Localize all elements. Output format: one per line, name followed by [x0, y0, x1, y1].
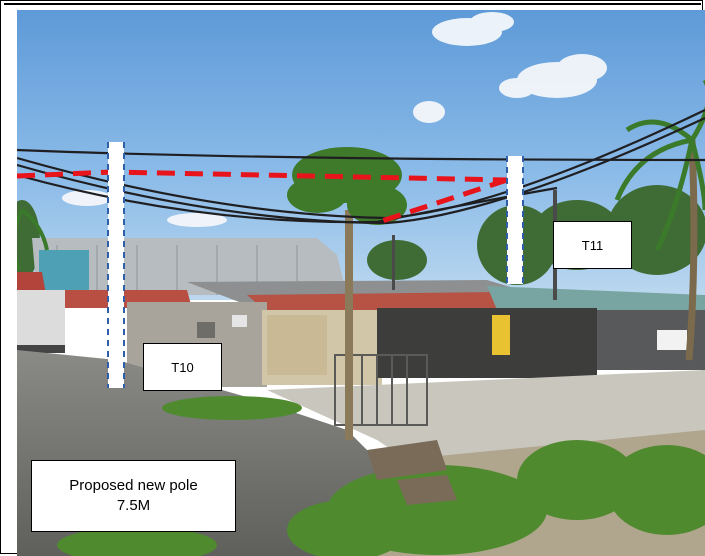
teal-roof-right — [487, 286, 705, 315]
pole-t10 — [107, 142, 125, 388]
papaya-leaves — [287, 147, 407, 225]
teal-wall — [39, 250, 89, 295]
pole-t11 — [506, 156, 524, 284]
pole-label-t11: T11 — [553, 221, 632, 269]
t10-text: T10 — [171, 359, 194, 375]
pole-label-t10: T10 — [143, 343, 222, 391]
truck — [17, 290, 65, 345]
yellow-sign — [492, 315, 510, 355]
proposal-line-1: Proposed new pole — [69, 477, 198, 494]
power-cables — [17, 109, 705, 225]
shop-front — [377, 308, 597, 378]
red-roof-center — [247, 292, 507, 312]
clouds — [62, 12, 607, 227]
vegetation — [57, 396, 705, 556]
top-rule — [4, 3, 701, 5]
palm-trunk — [685, 139, 698, 361]
debris — [367, 440, 457, 505]
papaya-trunk — [345, 210, 353, 440]
t11-text: T11 — [581, 237, 604, 253]
proposal-note: Proposed new pole 7.5M — [31, 460, 236, 532]
palm-left — [17, 208, 49, 271]
proposal-line-2: 7.5M — [116, 497, 151, 514]
